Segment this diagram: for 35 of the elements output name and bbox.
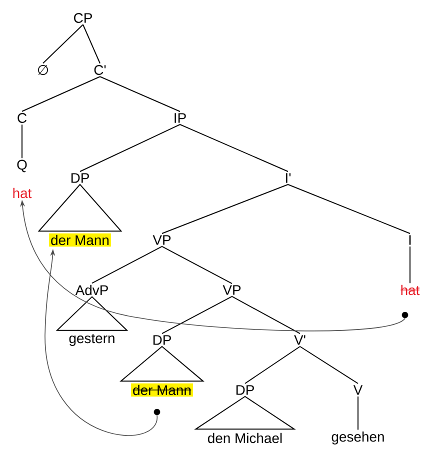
- tree-branch: [162, 296, 232, 334]
- category-label: CP: [74, 13, 92, 23]
- category-label: Q: [17, 160, 27, 172]
- category-label: DP: [71, 173, 89, 183]
- tree-branch: [82, 24, 100, 64]
- category-label: VP: [152, 235, 171, 245]
- tree-branch: [22, 76, 100, 112]
- tree-branch: [180, 124, 288, 172]
- category-label: IP: [174, 113, 186, 123]
- category-label: DP: [153, 335, 171, 345]
- tree-branch: [42, 24, 84, 64]
- word-label: gesehen: [332, 432, 384, 444]
- tree-branch: [232, 296, 300, 334]
- tree-branch: [92, 246, 162, 284]
- category-label: AdvP: [75, 284, 108, 296]
- tree-branch: [162, 184, 288, 234]
- category-label: I': [286, 173, 291, 183]
- category-label: DP: [236, 385, 254, 395]
- tree-branch: [244, 346, 300, 384]
- tree-branch: [300, 346, 358, 384]
- word-label: gestern: [69, 334, 114, 346]
- highlighted-word-label: der Mann: [49, 233, 111, 247]
- tree-branch: [288, 184, 410, 234]
- category-label: C': [94, 65, 106, 75]
- word-label: den Michael: [208, 432, 282, 444]
- category-label: V: [353, 385, 363, 395]
- category-label: V': [294, 335, 306, 345]
- category-label: VP: [222, 285, 241, 295]
- category-label: ∅: [38, 64, 48, 76]
- category-label: I: [409, 235, 411, 245]
- word-label: hat: [13, 188, 32, 198]
- category-label: C: [18, 113, 26, 123]
- tree-branch: [80, 124, 180, 172]
- tree-branch: [162, 246, 232, 284]
- tree-branch: [100, 76, 180, 112]
